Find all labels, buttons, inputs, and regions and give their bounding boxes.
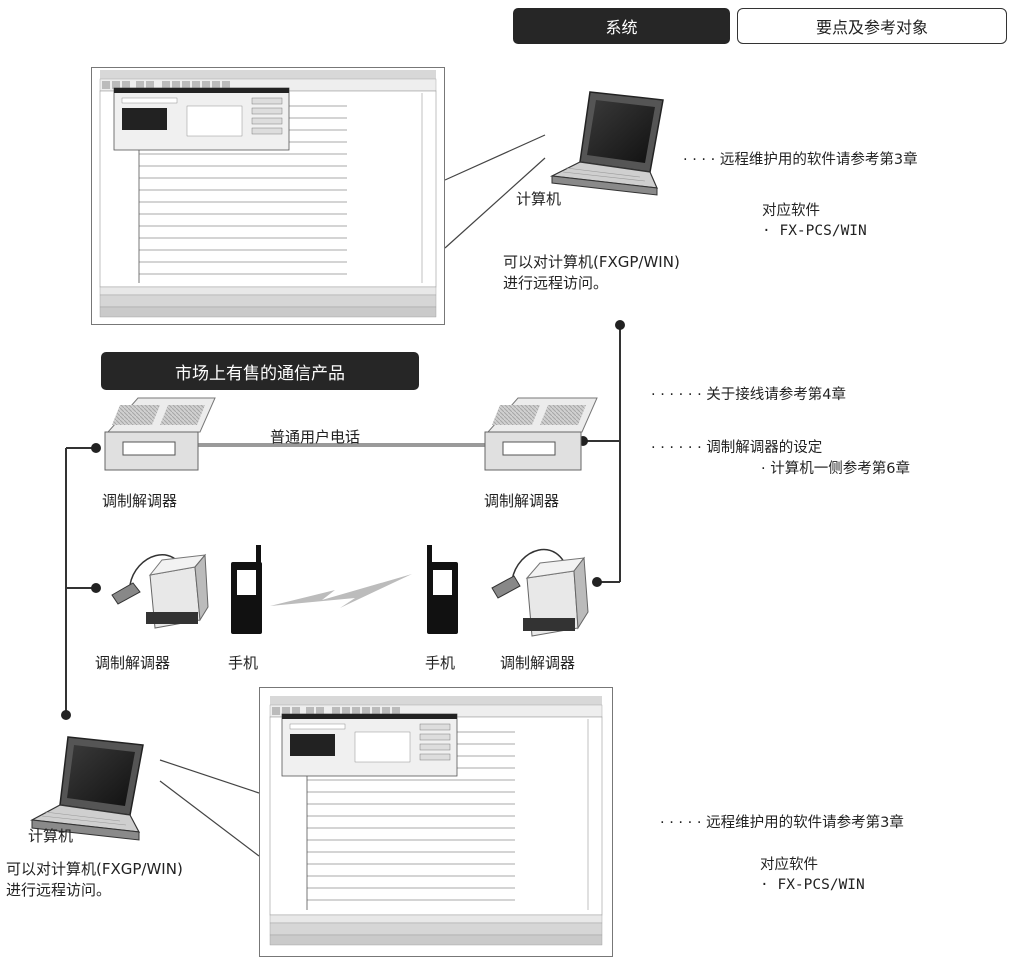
note-supported-top-item: · FX-PCS/WIN	[762, 223, 867, 239]
junction-dot-mobile-modem-left	[91, 583, 101, 593]
wireless-signal-icon	[270, 574, 412, 608]
note-supported-bottom-item: · FX-PCS/WIN	[760, 877, 865, 893]
access-text-bottom-line1: 可以对计算机(FXGP/WIN)	[6, 860, 183, 878]
mobile-phone-left-icon	[231, 545, 262, 634]
phone-left-label: 手机	[228, 654, 259, 672]
mobile-modem-right-icon	[491, 548, 589, 637]
note-supported-top-title: 对应软件	[762, 203, 820, 219]
computer-bottom-label: 计算机	[28, 827, 74, 845]
note-modem-setting-sub: · 计算机一侧参考第6章	[761, 461, 910, 477]
phone-right-label: 手机	[425, 654, 456, 672]
access-text-bottom-line2: 进行远程访问。	[6, 881, 112, 899]
computer-top-label: 计算机	[516, 190, 562, 208]
mobile-modem-right-label: 调制解调器	[500, 654, 576, 672]
callout-top	[444, 134, 546, 249]
access-text-top-line2: 进行远程访问。	[503, 274, 609, 292]
callout-bottom	[159, 759, 260, 857]
note-software-bottom: · · · · · 远程维护用的软件请参考第3章	[660, 815, 904, 831]
reference-header-label: 要点及参考对象	[815, 18, 928, 37]
junction-dot-modem-left	[91, 443, 101, 453]
market-products-banner: 市场上有售的通信产品	[101, 352, 419, 390]
system-header: 系统	[513, 8, 730, 44]
junction-dot-mobile-modem-right	[592, 577, 602, 587]
ladder-program-window-bottom	[260, 688, 612, 956]
system-header-label: 系统	[605, 18, 638, 37]
mobile-phone-right-icon	[427, 545, 458, 634]
junction-dot-top-right	[615, 320, 625, 330]
mobile-modem-left-label: 调制解调器	[95, 654, 171, 672]
ladder-program-window-top	[92, 68, 444, 324]
note-supported-bottom-title: 对应软件	[760, 857, 818, 873]
modem-left-label: 调制解调器	[102, 492, 178, 510]
note-modem-setting: · · · · · · 调制解调器的设定	[651, 440, 823, 456]
modem-right-label: 调制解调器	[484, 492, 560, 510]
note-wiring: · · · · · · 关于接线请参考第4章	[651, 387, 847, 403]
software-screenshot-bottom	[259, 687, 613, 957]
desktop-modem-left-icon	[104, 397, 216, 471]
reference-header: 要点及参考对象	[737, 8, 1007, 44]
desktop-modem-right-icon	[484, 397, 598, 471]
note-software-top: · · · · 远程维护用的软件请参考第3章	[683, 152, 918, 168]
access-text-top-line1: 可以对计算机(FXGP/WIN)	[503, 253, 680, 271]
junction-dot-bottom-left	[61, 710, 71, 720]
laptop-top-icon	[549, 91, 664, 196]
market-products-banner-label: 市场上有售的通信产品	[175, 363, 345, 384]
mobile-modem-left-icon	[111, 553, 209, 629]
software-screenshot-top	[91, 67, 445, 325]
phone-line-label: 普通用户电话	[270, 428, 361, 446]
laptop-bottom-icon	[30, 736, 144, 841]
